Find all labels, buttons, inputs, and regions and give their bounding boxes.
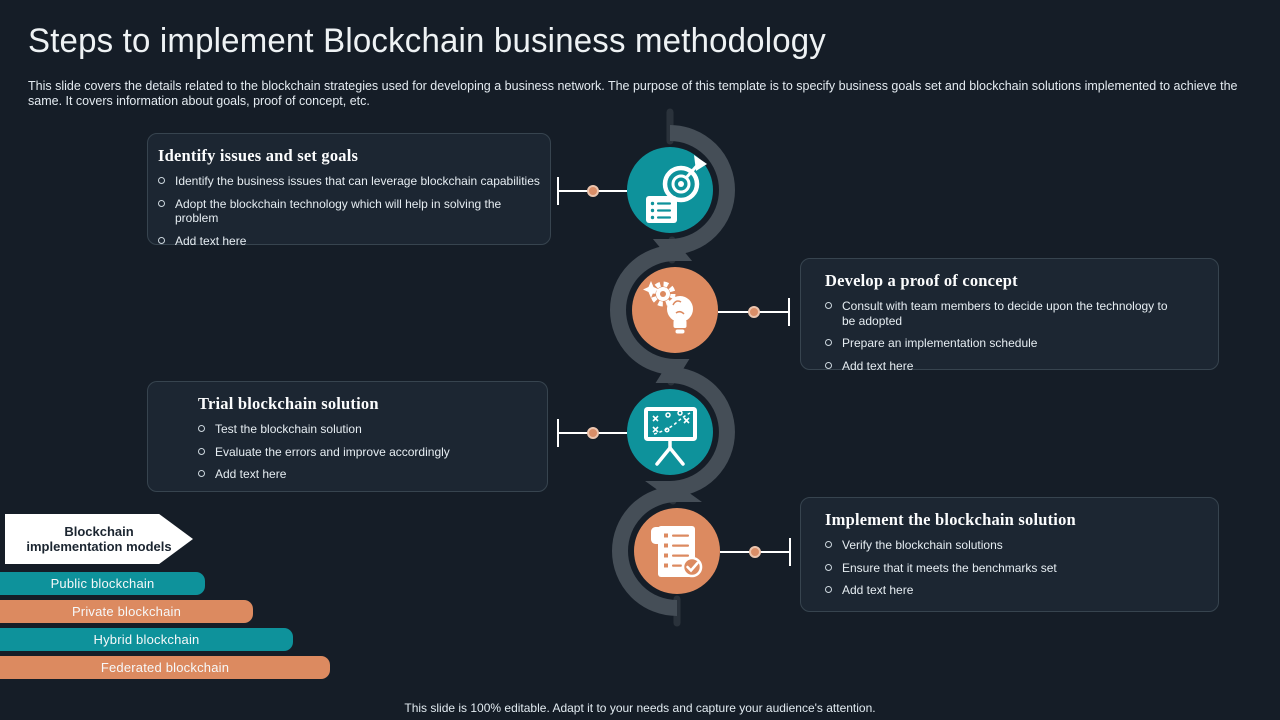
- bullet-item: Add text here: [158, 234, 544, 249]
- bullet-text: Identify the business issues that can le…: [175, 174, 540, 188]
- bullet-text: Add text here: [842, 583, 914, 597]
- step-card-identify-issues: Identify issues and set goals Identify t…: [147, 133, 551, 248]
- bullet-item: Adopt the blockchain technology which wi…: [158, 197, 544, 226]
- step-bullet-list: Verify the blockchain solutions Ensure t…: [825, 538, 1208, 598]
- bullet-item: Ensure that it meets the benchmarks set: [825, 561, 1208, 576]
- connector-dot: [748, 306, 760, 318]
- bullet-marker: [825, 541, 832, 548]
- models-label-chevron: Blockchain implementation models: [5, 514, 193, 564]
- target-goal-icon: [646, 155, 707, 223]
- step-card-trial-solution: Trial blockchain solution Test the block…: [147, 381, 548, 492]
- checklist-check-icon: [651, 526, 703, 578]
- bullet-marker: [825, 339, 832, 346]
- model-bar-private-blockchain: Private blockchain: [0, 600, 253, 623]
- step-bullet-list: Test the blockchain solution Evaluate th…: [198, 422, 537, 482]
- step-bullet-list: Identify the business issues that can le…: [158, 174, 544, 248]
- bullet-marker: [198, 447, 205, 455]
- bullet-marker: [198, 470, 205, 477]
- step-title: Implement the blockchain solution: [825, 510, 1076, 529]
- bullet-item: Add text here: [825, 359, 1208, 374]
- bullet-marker: [158, 236, 165, 244]
- bullet-marker: [158, 177, 165, 184]
- bullet-item: Identify the business issues that can le…: [158, 174, 544, 189]
- step-bullet-list: Consult with team members to decide upon…: [825, 299, 1208, 373]
- timeline-ribbon: [610, 125, 735, 616]
- connector-dot: [749, 546, 761, 558]
- bullet-text: Ensure that it meets the benchmarks set: [842, 560, 1057, 575]
- connector-step-4: [720, 538, 791, 566]
- connector-step-3: [557, 419, 627, 447]
- idea-bulb-gear-icon: [643, 281, 693, 334]
- bullet-marker: [198, 425, 205, 432]
- connector-step-1: [557, 177, 627, 205]
- step-title: Develop a proof of concept: [825, 271, 1018, 290]
- bullet-marker: [825, 586, 832, 593]
- bullet-item: Consult with team members to decide upon…: [825, 299, 1208, 328]
- bullet-text: Add text here: [175, 233, 247, 248]
- connector-step-2: [718, 298, 790, 326]
- page-title: Steps to implement Blockchain business m…: [28, 22, 826, 60]
- step-card-proof-of-concept: Develop a proof of concept Consult with …: [800, 258, 1219, 373]
- bullet-text: Add text here: [215, 467, 287, 481]
- bullet-item: Test the blockchain solution: [198, 422, 537, 437]
- model-bar-label: Public blockchain: [50, 576, 155, 591]
- bullet-text: Verify the blockchain solutions: [842, 538, 1003, 552]
- bullet-marker: [158, 199, 165, 207]
- editable-note: This slide is 100% editable. Adapt it to…: [404, 701, 876, 715]
- model-bar-federated-blockchain: Federated blockchain: [0, 656, 330, 679]
- step-card-implement-solution: Implement the blockchain solution Verify…: [800, 497, 1219, 612]
- bullet-text: Add text here: [842, 358, 914, 373]
- connector-dot: [587, 427, 599, 439]
- model-bar-label: Hybrid blockchain: [93, 632, 200, 647]
- connector-dot: [587, 185, 599, 197]
- model-bar-label: Federated blockchain: [100, 660, 230, 675]
- bullet-item: Prepare an implementation schedule: [825, 336, 1208, 351]
- step-title: Identify issues and set goals: [158, 146, 359, 165]
- bullet-item: Verify the blockchain solutions: [825, 538, 1208, 553]
- bullet-item: Add text here: [825, 583, 1208, 598]
- bullet-text: Consult with team members to decide upon…: [842, 299, 1168, 328]
- model-bar-label: Private blockchain: [71, 604, 182, 619]
- step-circle-3: [627, 389, 713, 475]
- bullet-marker: [825, 563, 832, 571]
- bullet-text: Evaluate the errors and improve accordin…: [215, 444, 450, 459]
- bullet-item: Add text here: [198, 467, 537, 482]
- model-bar-public-blockchain: Public blockchain: [0, 572, 205, 595]
- bullet-marker: [825, 302, 832, 309]
- step-title: Trial blockchain solution: [198, 394, 379, 413]
- bullet-item: Evaluate the errors and improve accordin…: [198, 445, 537, 460]
- model-bar-hybrid-blockchain: Hybrid blockchain: [0, 628, 293, 651]
- bullet-marker: [825, 361, 832, 369]
- bullet-text: Prepare an implementation schedule: [842, 336, 1038, 350]
- bullet-text: Adopt the blockchain technology which wi…: [175, 196, 502, 226]
- bullet-text: Test the blockchain solution: [215, 422, 362, 436]
- strategy-board-icon: [644, 407, 697, 466]
- page-description: This slide covers the details related to…: [28, 79, 1238, 108]
- models-label-text: Blockchain implementation models: [26, 523, 172, 555]
